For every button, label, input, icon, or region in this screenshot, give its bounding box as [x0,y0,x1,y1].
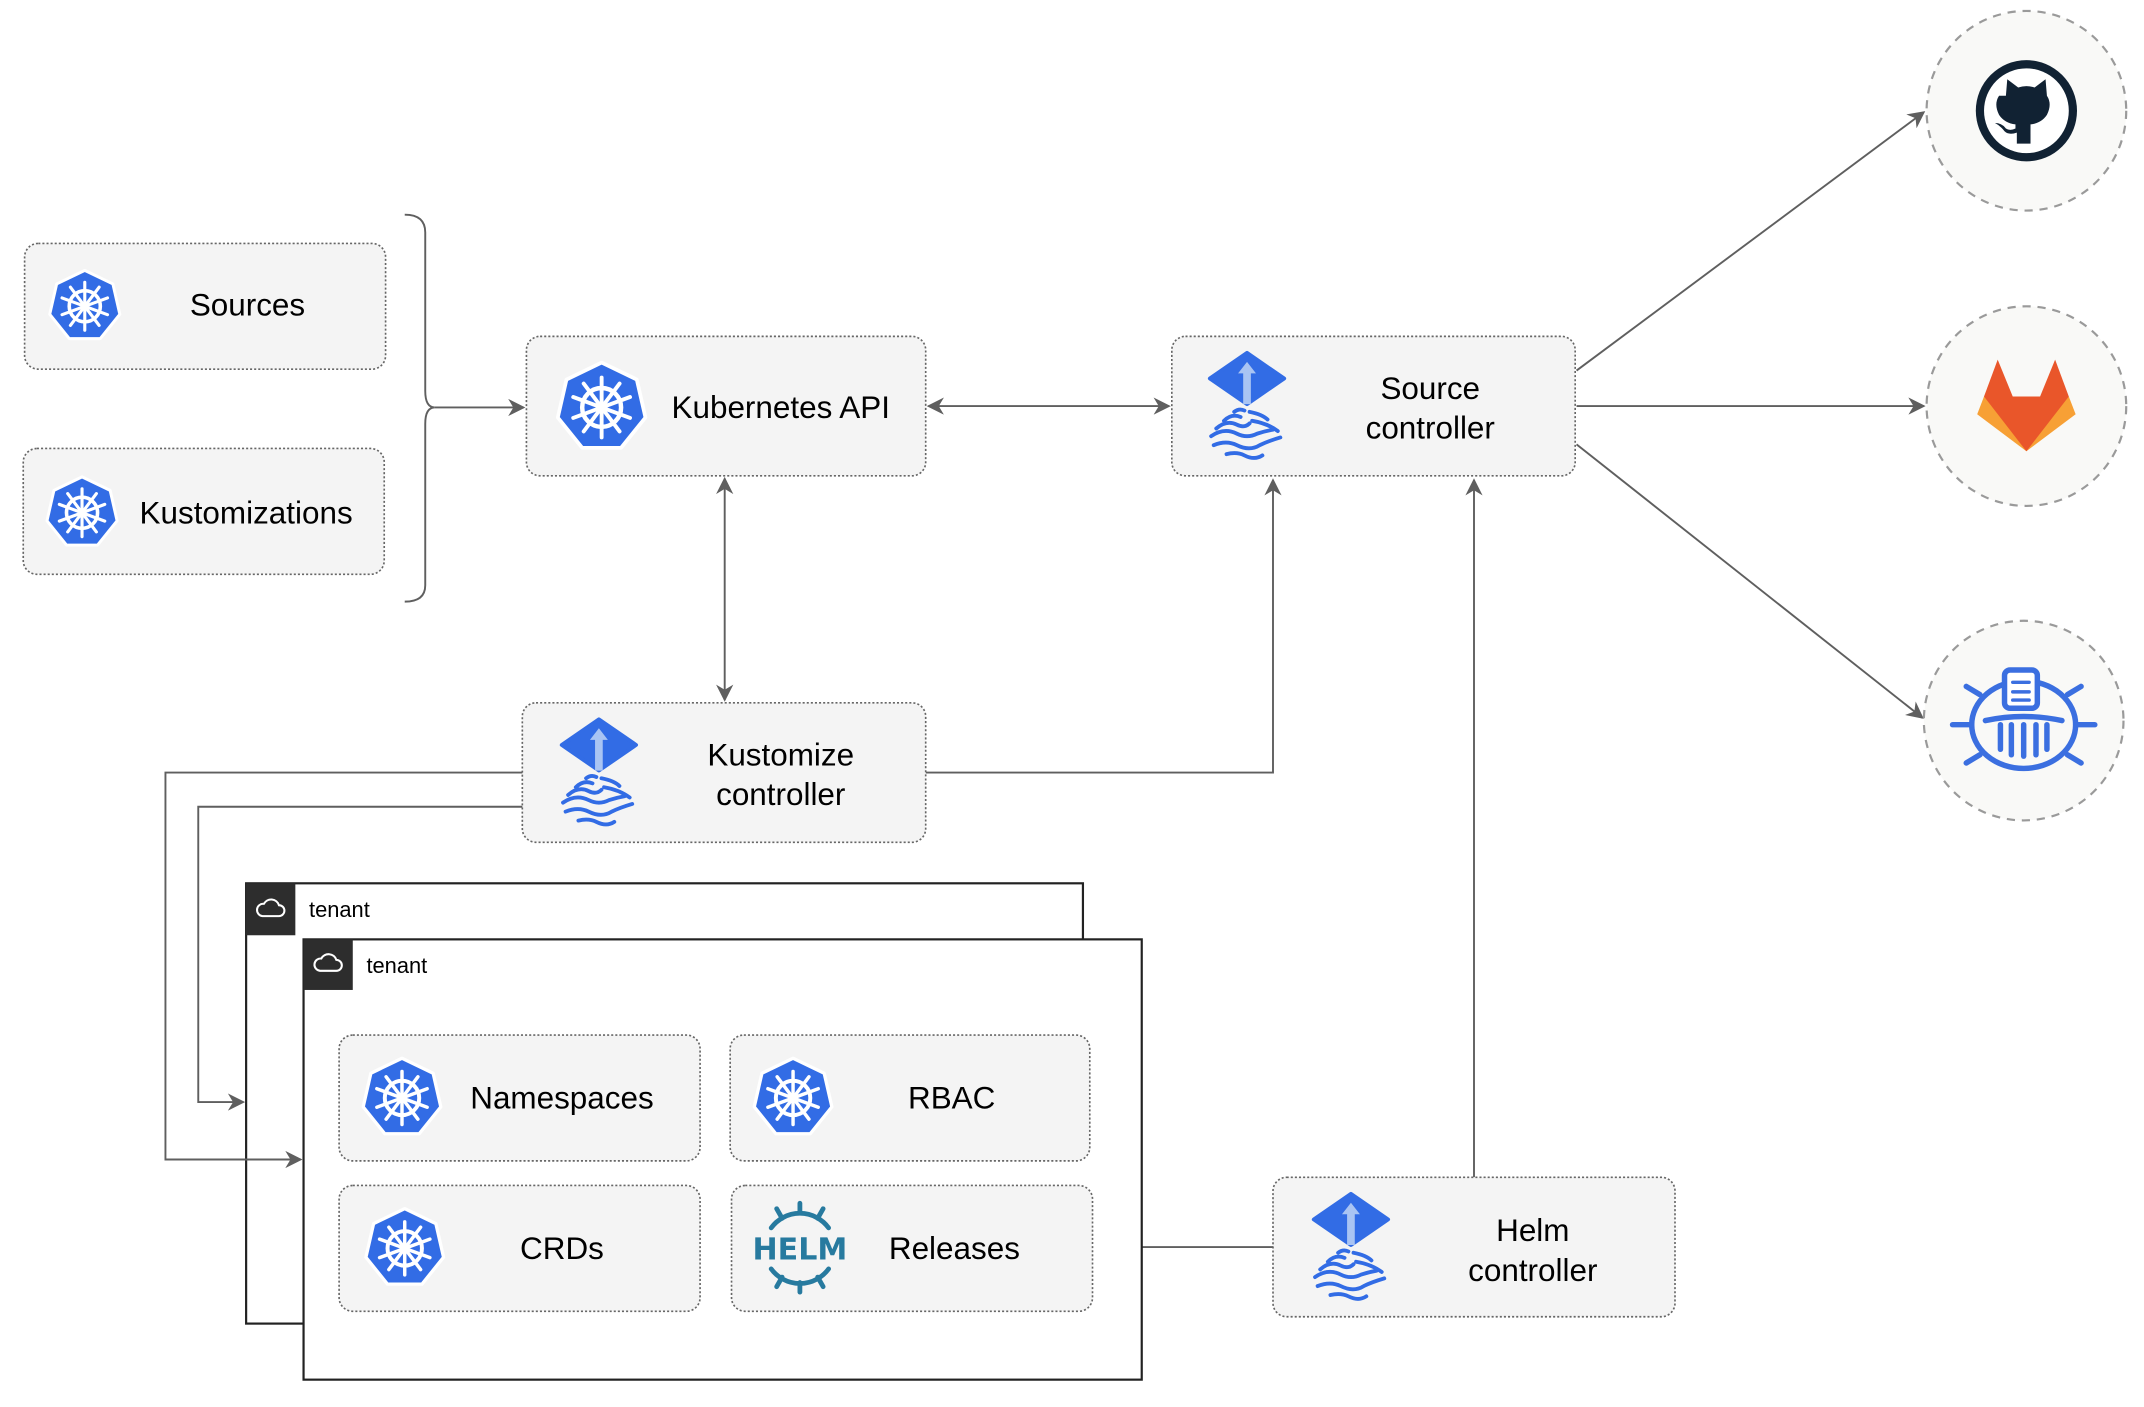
source-controller-label-line1: Source [1380,371,1480,406]
tenant-header-icon-bg [246,883,296,936]
crds-label: CRDs [520,1231,604,1266]
kubernetes-icon [363,1206,446,1287]
resource-sources[interactable]: Sources [23,242,387,371]
tenant-item-crds[interactable]: CRDs [338,1184,701,1313]
kubernetes-api-label: Kubernetes API [672,390,890,425]
kubernetes-icon [47,268,122,341]
edge-kustomize-to-tenant-back [197,805,523,1111]
svg-text:HELM: HELM [752,1232,847,1267]
edge-source-to-github [1575,111,1926,372]
releases-label: Releases [889,1231,1020,1266]
helm-icon: HELM [752,1200,847,1295]
namespaces-label: Namespaces [470,1080,653,1115]
tenant-item-releases[interactable]: HELM Releases [730,1184,1094,1313]
kubernetes-api-node[interactable]: Kubernetes API [525,335,927,477]
gitlab-icon [1977,359,2076,452]
edges [404,111,1926,1256]
tenant-header-icon-bg [303,939,353,990]
kustomize-controller-node[interactable]: Kustomize controller [521,701,927,844]
edge-kustomize-to-tenant-front [164,771,523,1169]
tenant-label: tenant [309,897,370,922]
kustomize-controller-label-line1: Kustomize [707,737,854,772]
helm-controller-node[interactable]: Helm controller [1272,1176,1676,1318]
rbac-label: RBAC [908,1080,995,1115]
edge-source-to-bucket [1575,443,1924,719]
github-source[interactable] [1925,9,2128,212]
kubernetes-icon [558,363,646,448]
github-icon [1975,60,2077,162]
helm-controller-label-line2: controller [1468,1253,1597,1288]
kubernetes-icon [361,1056,443,1136]
tenant-item-rbac[interactable]: RBAC [729,1034,1091,1162]
source-controller-label-line2: controller [1366,410,1495,445]
bucket-icon [1949,667,2098,772]
helm-controller-label-line1: Helm [1496,1213,1569,1248]
kustomize-controller-label-line2: controller [716,777,845,812]
source-controller-node[interactable]: Source controller [1170,335,1577,477]
gitlab-source[interactable] [1925,305,2128,508]
kubernetes-icon [752,1056,834,1136]
resource-kustomizations[interactable]: Kustomizations [22,447,386,576]
resources-brace [404,213,435,603]
tenant-label: tenant [366,953,427,978]
edge-kustomize-to-source [925,478,1282,774]
bucket-source[interactable] [1922,619,2125,822]
kubernetes-icon [45,475,119,547]
kustomizations-label: Kustomizations [140,495,353,530]
tenant-item-namespaces[interactable]: Namespaces [338,1034,701,1162]
sources-label: Sources [190,287,305,322]
